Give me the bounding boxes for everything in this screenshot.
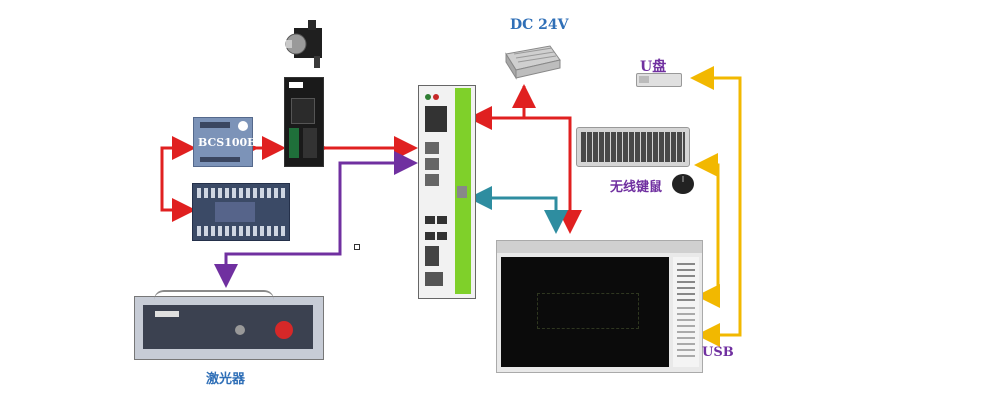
keyboard	[576, 127, 690, 167]
usb-disk	[636, 73, 682, 87]
mouse	[672, 174, 694, 194]
servo-motor	[284, 18, 328, 70]
link-dc-controller	[468, 86, 526, 130]
small-square-marker	[354, 244, 360, 250]
usb-label: USB	[702, 345, 734, 360]
link-controller-monitor-red	[524, 116, 582, 234]
link-controller-monitor-teal	[468, 186, 558, 228]
link-keyboard	[694, 153, 720, 298]
laser-device	[134, 296, 324, 360]
main-controller	[418, 85, 476, 299]
laser-fiber	[154, 290, 274, 300]
servo-driver	[284, 77, 324, 167]
dc-power-label: DC 24V	[510, 17, 569, 33]
laser-label: 激光器	[206, 372, 246, 387]
keyboard-mouse-label: 无线键鼠	[610, 180, 663, 195]
bcs-label: BCS100E	[198, 136, 256, 149]
bcs-module: BCS100E	[193, 117, 256, 167]
usb-disk-label: U盘	[640, 59, 667, 75]
power-supply	[500, 42, 562, 82]
monitor	[496, 240, 703, 373]
plc-device	[192, 183, 290, 241]
link-bcs-plc	[160, 146, 196, 222]
